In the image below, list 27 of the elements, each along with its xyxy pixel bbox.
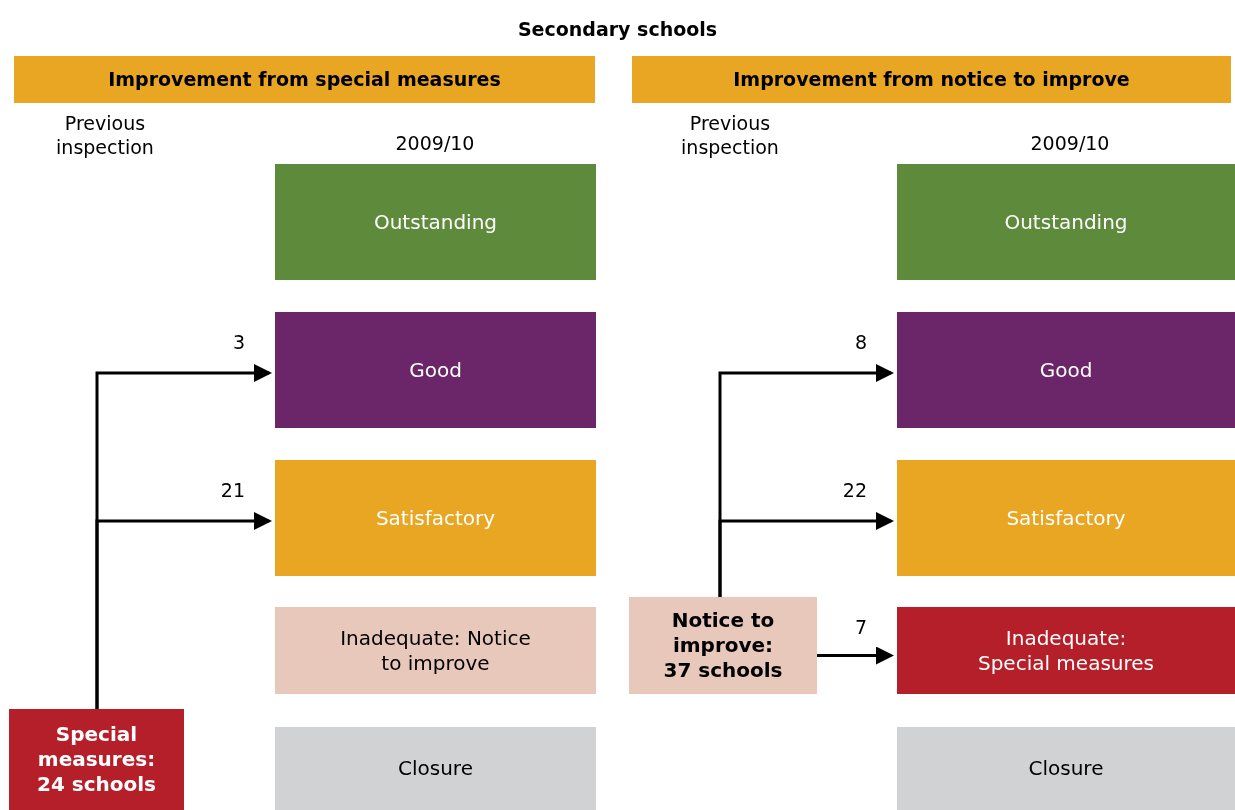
- edge-label: 22: [841, 478, 867, 503]
- grade-box: Good: [275, 312, 596, 428]
- grade-box: Inadequate: Notice to improve: [275, 607, 596, 694]
- arrow: [95, 512, 272, 709]
- column-label: 2009/10: [394, 132, 476, 156]
- title: Secondary schools: [516, 17, 719, 42]
- grade-box: Outstanding: [897, 164, 1235, 280]
- grade-box: Satisfactory: [897, 460, 1235, 576]
- arrow: [718, 512, 894, 597]
- header-band: Improvement from notice to improve: [632, 56, 1231, 103]
- source-box: Notice to improve: 37 schools: [629, 597, 817, 694]
- column-label: Previous inspection: [55, 112, 155, 160]
- arrow: [817, 646, 894, 665]
- header-band: Improvement from special measures: [14, 56, 595, 103]
- edge-label: 3: [231, 330, 245, 355]
- grade-box: Outstanding: [275, 164, 596, 280]
- edge-label: 7: [853, 614, 867, 640]
- grade-box: Closure: [897, 727, 1235, 810]
- source-box: Special measures: 24 schools: [9, 709, 184, 810]
- edge-label: 21: [219, 478, 245, 503]
- grade-box: Closure: [275, 727, 596, 810]
- grade-box: Good: [897, 312, 1235, 428]
- edge-label: 8: [853, 330, 867, 355]
- column-label: 2009/10: [1029, 132, 1111, 156]
- grade-box: Satisfactory: [275, 460, 596, 576]
- grade-box: Inadequate: Special measures: [897, 607, 1235, 694]
- column-label: Previous inspection: [680, 112, 780, 160]
